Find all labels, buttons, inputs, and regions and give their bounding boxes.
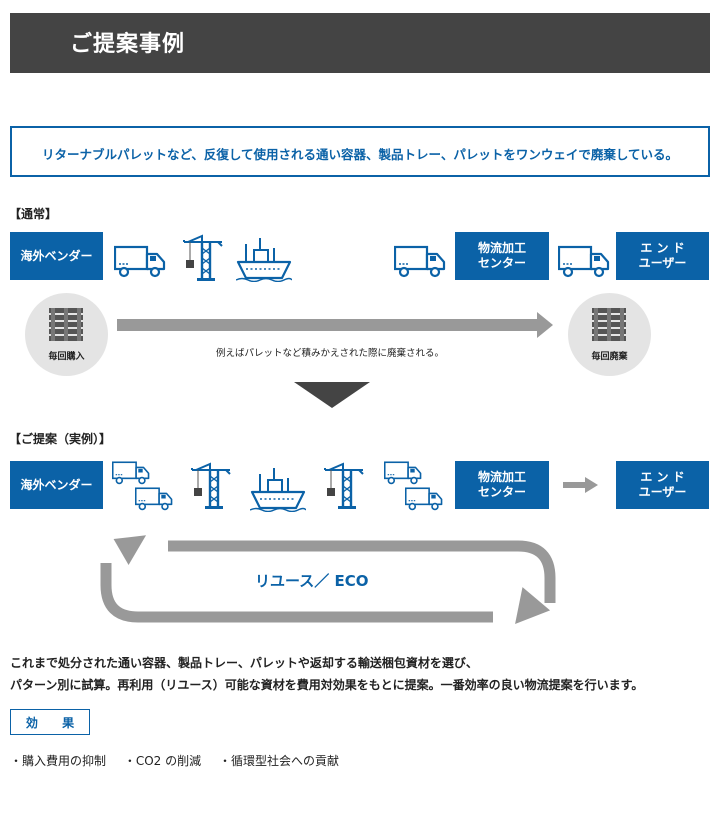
purchase-circle: 毎回購入 [25, 293, 108, 376]
effect-label: 効 果 [25, 715, 85, 730]
crane-icon [323, 462, 365, 510]
effect-label-box: 効 果 [10, 709, 90, 735]
cycle-arrow-icon [100, 535, 556, 625]
proposal-vendor-box: 海外ベンダー [10, 461, 103, 509]
effect-item: ・循環型社会への貢献 [218, 754, 339, 768]
truck-icon [114, 244, 166, 278]
normal-vendor-label: 海外ベンダー [20, 248, 93, 263]
proposal-end-user-box: エ ン ド ユーザー [616, 461, 709, 509]
summary-box: リターナブルパレットなど、反復して使用される通い容器、製品トレー、パレットをワン… [10, 126, 710, 177]
normal-center-label-1: 物流加工 [477, 241, 526, 255]
proposal-center-box: 物流加工 センター [455, 461, 549, 509]
normal-end-user-label-1: エ ン ド [640, 241, 685, 255]
crane-icon [182, 234, 224, 282]
description-line-1: これまで処分された通い容器、製品トレー、パレットや返却する輸送梱包資材を選び、 [10, 656, 478, 670]
pallet-icon [591, 307, 627, 343]
description: これまで処分された通い容器、製品トレー、パレットや返却する輸送梱包資材を選び、 … [10, 652, 715, 696]
reuse-eco-label: リユース／ ECO [255, 572, 369, 590]
normal-section-label: 【通常】 [9, 207, 58, 221]
disposal-circle-label: 毎回廃棄 [591, 352, 628, 362]
proposal-section-label: 【ご提案（実例）】 [9, 432, 112, 446]
normal-center-box: 物流加工 センター [455, 232, 549, 280]
normal-end-user-box: エ ン ド ユーザー [616, 232, 709, 280]
ship-icon [250, 468, 306, 512]
normal-end-user-label-2: ユーザー [638, 256, 687, 270]
normal-caption: 例えばパレットなど積みかえされた際に廃棄される。 [215, 348, 444, 359]
purchase-circle-label: 毎回購入 [48, 352, 85, 362]
proposal-center-label-2: センター [477, 485, 526, 499]
description-line-2: パターン別に試算。再利用（リユース）可能な資材を費用対効果をもとに提案。一番効率… [10, 678, 644, 692]
arrow-right-icon [117, 312, 553, 338]
crane-icon [190, 462, 232, 510]
truck-icon [135, 486, 173, 511]
truck-icon [394, 244, 446, 278]
proposal-vendor-label: 海外ベンダー [20, 477, 93, 492]
proposal-center-label-1: 物流加工 [477, 470, 526, 484]
effect-list: ・購入費用の抑制 ・CO2 の削減 ・循環型社会への貢献 [10, 752, 353, 769]
truck-icon [405, 486, 443, 511]
disposal-circle: 毎回廃棄 [568, 293, 651, 376]
normal-center-label-2: センター [477, 256, 526, 270]
chevron-down-icon [294, 382, 370, 408]
truck-icon [384, 460, 422, 485]
truck-icon [112, 460, 150, 485]
truck-icon [558, 244, 610, 278]
pallet-icon [48, 307, 84, 343]
ship-icon [236, 238, 292, 282]
proposal-end-user-label-2: ユーザー [638, 485, 687, 499]
effect-item: ・購入費用の抑制 [10, 754, 107, 768]
normal-vendor-box: 海外ベンダー [10, 232, 103, 280]
effect-item: ・CO2 の削減 [123, 754, 202, 768]
page-title: ご提案事例 [70, 32, 186, 57]
summary-text: リターナブルパレットなど、反復して使用される通い容器、製品トレー、パレットをワン… [41, 147, 678, 162]
proposal-end-user-label-1: エ ン ド [640, 470, 685, 484]
page-header: ご提案事例 [10, 13, 710, 73]
arrow-right-icon [563, 477, 598, 493]
